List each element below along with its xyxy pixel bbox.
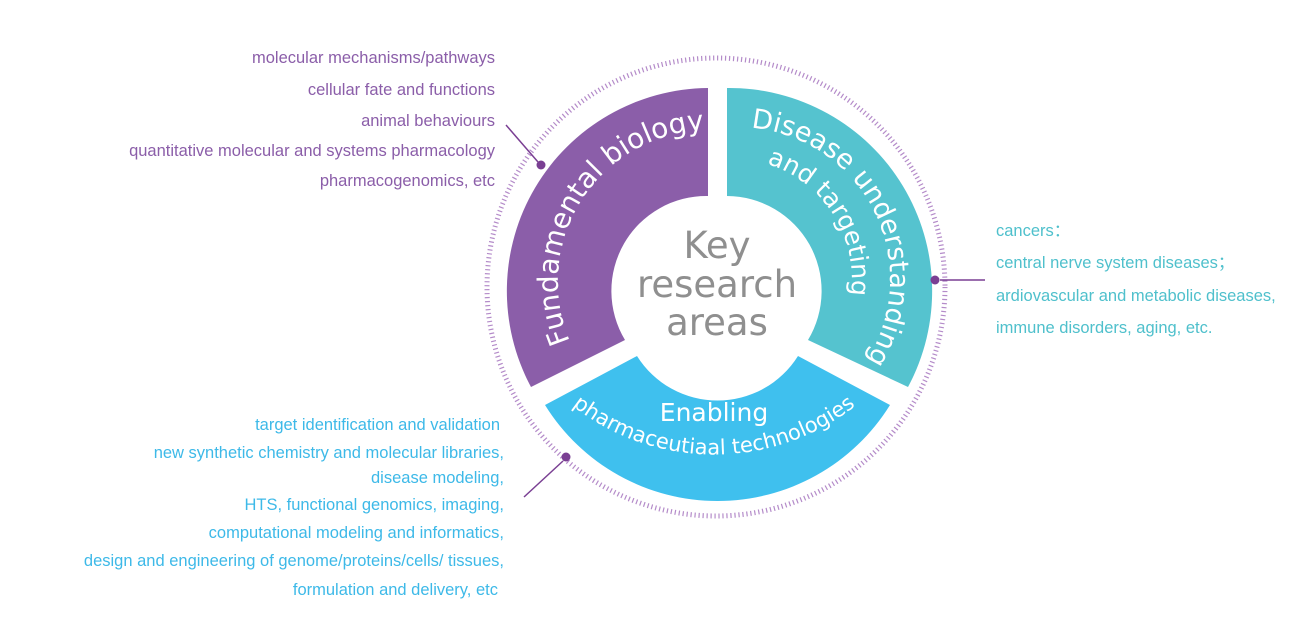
list-item: central nerve system diseases；: [996, 254, 1234, 272]
list-item: HTS, functional genomics, imaging,: [244, 496, 504, 514]
list-item: immune disorders, aging, etc.: [996, 319, 1212, 337]
segment-disease-understanding: [727, 87, 933, 388]
center-title-line3: areas: [666, 301, 768, 344]
center-title-line1: Key: [683, 224, 750, 267]
list-item: pharmacogenomics, etc: [320, 172, 495, 190]
list-item: computational modeling and informatics,: [209, 524, 504, 542]
list-item: molecular mechanisms/pathways: [252, 49, 495, 67]
connector-fundamental: [505, 124, 546, 170]
list-item: quantitative molecular and systems pharm…: [129, 142, 496, 160]
list-enabling-technologies: target identification and validation new…: [84, 416, 504, 599]
list-item: animal behaviours: [361, 112, 495, 130]
segment-enabling-technologies: [545, 356, 890, 501]
connector-disease: [930, 275, 985, 285]
list-item: new synthetic chemistry and molecular li…: [154, 444, 504, 462]
list-item: ardiovascular and metabolic diseases,: [996, 287, 1276, 305]
connector-enabling: [523, 452, 571, 498]
list-item: disease modeling,: [371, 469, 504, 487]
segment-enabling-label-line1: Enabling: [660, 398, 768, 427]
list-item: cellular fate and functions: [308, 81, 495, 99]
outer-dotted-ring: [484, 55, 948, 519]
list-item: formulation and delivery, etc: [293, 581, 498, 599]
list-fundamental-biology: molecular mechanisms/pathways cellular f…: [129, 49, 496, 190]
center-title-line2: research: [637, 263, 797, 306]
list-item: design and engineering of genome/protein…: [84, 552, 504, 570]
list-item: target identification and validation: [255, 416, 500, 434]
segment-fundamental-biology: [506, 88, 708, 387]
list-disease-understanding: cancers： central nerve system diseases； …: [996, 222, 1276, 337]
list-item: cancers：: [996, 222, 1070, 240]
